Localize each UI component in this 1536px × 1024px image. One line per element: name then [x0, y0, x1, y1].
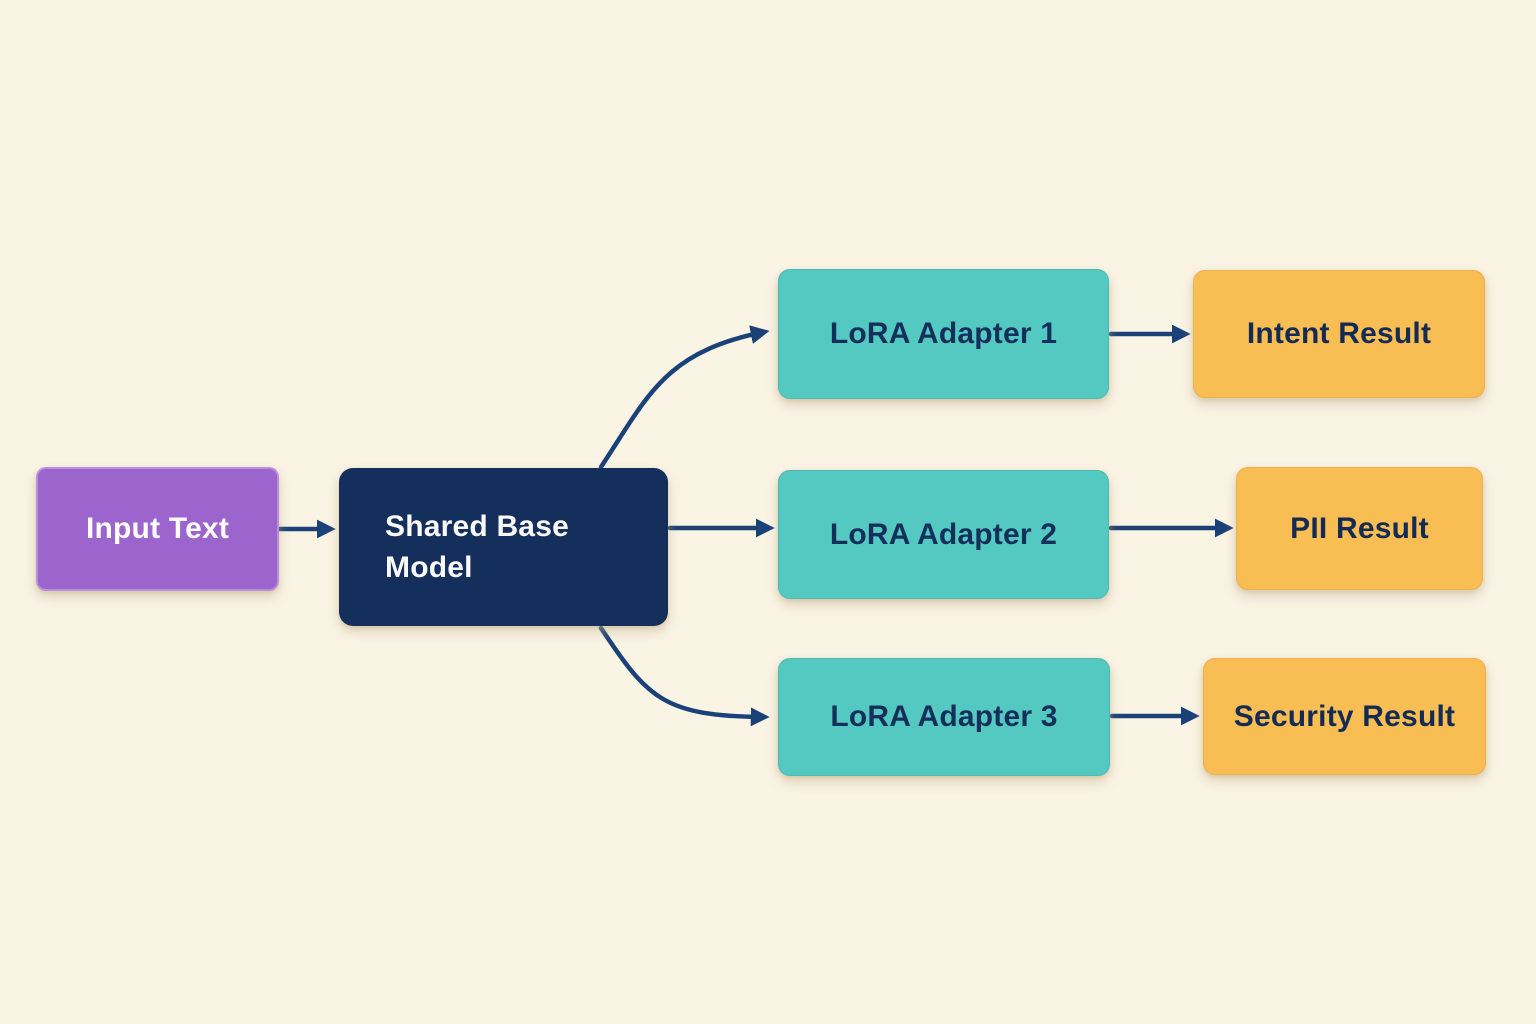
node-lora-adapter-1: LoRA Adapter 1 [778, 269, 1109, 399]
node-shared-base-model-label: Shared Base Model [385, 510, 569, 584]
node-lora-adapter-1-label: LoRA Adapter 1 [829, 317, 1058, 350]
node-input-text: Input Text [36, 467, 279, 591]
node-shared-base-model: Shared Base Model [339, 468, 668, 626]
node-lora-adapter-2: LoRA Adapter 2 [778, 470, 1109, 599]
node-lora-adapter-3-label: LoRA Adapter 3 [830, 700, 1058, 733]
node-intent-result: Intent Result [1193, 270, 1485, 398]
node-pii-result-label: PII Result [1290, 511, 1429, 545]
node-security-result: Security Result [1203, 658, 1486, 775]
node-lora-adapter-3: LoRA Adapter 3 [778, 658, 1110, 776]
edge-base-to-adapter3-arrow [598, 625, 770, 727]
edge-base-to-adapter1-arrow [598, 325, 770, 470]
node-security-result-label: Security Result [1233, 699, 1456, 733]
node-lora-adapter-2-label: LoRA Adapter 2 [829, 517, 1058, 551]
node-intent-result-label: Intent Result [1246, 317, 1432, 350]
node-pii-result: PII Result [1236, 467, 1483, 590]
node-input-text-label: Input Text [85, 512, 230, 545]
